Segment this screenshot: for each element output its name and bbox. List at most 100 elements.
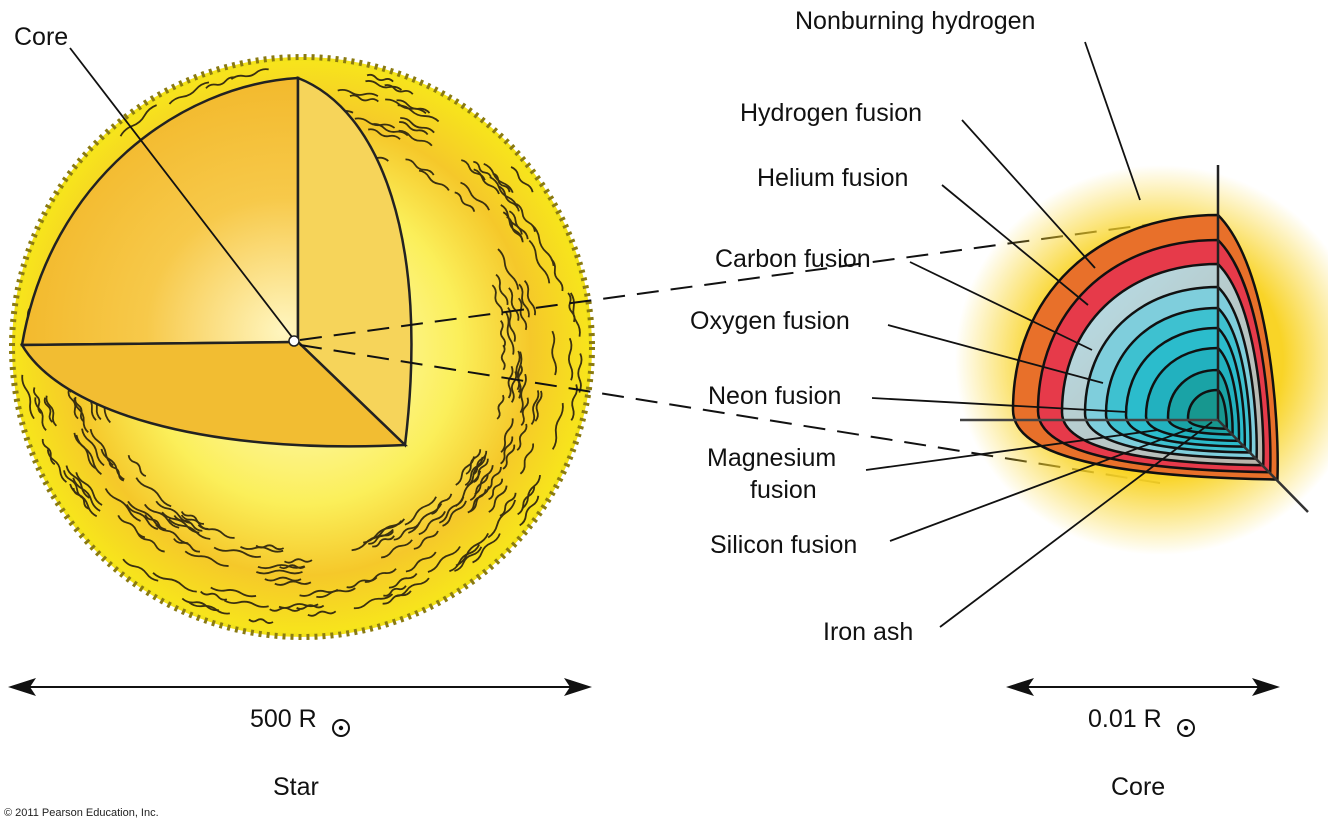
star-scale-label: 500 R bbox=[250, 705, 317, 733]
convection-squiggle bbox=[127, 500, 167, 531]
convection-squiggle bbox=[500, 418, 514, 453]
convection-squiggle bbox=[75, 472, 103, 506]
convection-squiggle bbox=[43, 397, 54, 423]
label-hydrogen-fusion: Hydrogen fusion bbox=[740, 99, 922, 127]
convection-squiggle bbox=[519, 443, 535, 475]
convection-squiggle bbox=[499, 320, 506, 348]
star-cutaway-right bbox=[296, 76, 413, 448]
convection-squiggle bbox=[152, 572, 197, 593]
convection-squiggle bbox=[108, 461, 125, 482]
convection-squiggle bbox=[181, 597, 219, 612]
convection-squiggle bbox=[366, 73, 394, 83]
convection-squiggle bbox=[65, 465, 90, 499]
convection-squiggle bbox=[567, 292, 576, 323]
convection-squiggle bbox=[508, 287, 520, 321]
sun-symbol-icon bbox=[1177, 719, 1195, 737]
convection-squiggle bbox=[418, 169, 450, 191]
convection-squiggle bbox=[337, 88, 379, 97]
label-iron-ash: Iron ash bbox=[823, 618, 913, 646]
convection-squiggle bbox=[510, 371, 518, 403]
label-oxygen-fusion: Oxygen fusion bbox=[690, 307, 850, 335]
convection-squiggle bbox=[517, 486, 536, 516]
convection-squiggle bbox=[180, 514, 209, 530]
label-magnesium-fusion-2: fusion bbox=[750, 476, 817, 504]
convection-squiggle bbox=[551, 402, 564, 450]
convection-squiggle bbox=[33, 387, 42, 414]
convection-squiggle bbox=[487, 499, 516, 539]
convection-squiggle bbox=[81, 428, 105, 467]
core-scale-arrow bbox=[1006, 678, 1280, 696]
convection-squiggle bbox=[489, 176, 519, 208]
convection-squiggle bbox=[388, 573, 418, 589]
convection-squiggle bbox=[21, 374, 35, 420]
convection-squiggle bbox=[155, 523, 189, 545]
convection-squiggle bbox=[168, 81, 210, 105]
convection-squiggle bbox=[63, 470, 84, 500]
convection-squiggle bbox=[240, 545, 284, 553]
leader-hydrogen-fusion bbox=[961, 119, 1096, 269]
convection-squiggle bbox=[488, 485, 508, 513]
leader-iron-ash bbox=[939, 421, 1213, 628]
convection-squiggle bbox=[570, 384, 578, 421]
convection-squiggle bbox=[230, 68, 269, 80]
convection-squiggle bbox=[155, 500, 191, 524]
convection-squiggle bbox=[488, 478, 504, 501]
convection-squiggle bbox=[41, 438, 56, 466]
label-silicon-fusion: Silicon fusion bbox=[710, 531, 857, 559]
convection-squiggle bbox=[507, 365, 514, 399]
convection-squiggle bbox=[137, 533, 165, 553]
convection-squiggle bbox=[523, 280, 537, 316]
convection-squiggle bbox=[365, 80, 403, 91]
core-scale-label: 0.01 R bbox=[1088, 705, 1162, 733]
convection-squiggle bbox=[307, 610, 337, 617]
convection-squiggle bbox=[550, 258, 564, 292]
convection-squiggle bbox=[257, 564, 306, 570]
convection-squiggle bbox=[502, 444, 516, 470]
convection-squiggle bbox=[248, 618, 274, 624]
leader-core bbox=[69, 47, 293, 338]
convection-squiggle bbox=[397, 104, 440, 123]
convection-squiggle bbox=[466, 455, 487, 487]
convection-squiggle bbox=[210, 586, 257, 598]
convection-squiggle bbox=[372, 535, 395, 548]
star-core-dot bbox=[288, 335, 300, 347]
convection-squiggle bbox=[461, 159, 486, 181]
core-axis-diagonal bbox=[1217, 419, 1309, 513]
convection-squiggle bbox=[520, 397, 529, 427]
convection-squiggle bbox=[486, 466, 502, 491]
convection-squiggle bbox=[404, 496, 437, 526]
convection-squiggle bbox=[510, 166, 534, 193]
convection-squiggle bbox=[274, 580, 312, 586]
star-cutaway-upper bbox=[20, 76, 300, 347]
copyright: © 2011 Pearson Education, Inc. bbox=[4, 807, 159, 819]
convection-squiggle bbox=[464, 456, 484, 486]
convection-squiggle bbox=[465, 449, 482, 475]
convection-squiggle bbox=[472, 450, 488, 476]
convection-squiggle bbox=[188, 601, 230, 615]
convection-squiggle bbox=[515, 203, 536, 232]
convection-squiggle bbox=[45, 395, 58, 427]
leader-carbon-fusion bbox=[909, 261, 1093, 351]
convection-squiggle bbox=[127, 455, 147, 477]
convection-squiggle bbox=[264, 576, 302, 582]
convection-squiggle bbox=[143, 503, 180, 529]
label-helium-fusion: Helium fusion bbox=[757, 164, 908, 192]
convection-squiggle bbox=[454, 546, 483, 572]
leader-helium-fusion bbox=[941, 184, 1089, 306]
convection-squiggle bbox=[89, 428, 114, 467]
convection-squiggle bbox=[496, 394, 505, 420]
convection-squiggle bbox=[363, 520, 403, 544]
convection-squiggle bbox=[104, 488, 141, 522]
convection-squiggle bbox=[353, 593, 394, 610]
convection-squiggle bbox=[418, 511, 446, 536]
convection-squiggle bbox=[135, 477, 172, 508]
convection-squiggle bbox=[568, 337, 574, 381]
leader-oxygen-fusion bbox=[887, 324, 1104, 384]
label-carbon-fusion: Carbon fusion bbox=[715, 245, 871, 273]
convection-squiggle bbox=[256, 569, 303, 575]
convection-squiggle bbox=[500, 436, 514, 465]
convection-squiggle bbox=[400, 117, 435, 134]
star-scale-arrow bbox=[8, 678, 592, 696]
convection-squiggle bbox=[534, 390, 543, 422]
convection-squiggle bbox=[278, 603, 319, 609]
